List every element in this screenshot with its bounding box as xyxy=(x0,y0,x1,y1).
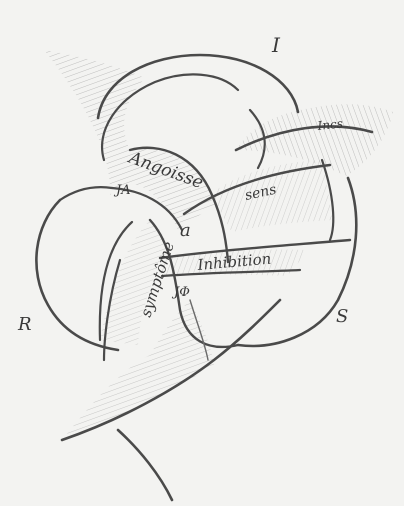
phallic-jouissance-label: JΦ xyxy=(171,285,190,300)
real-ring-upper xyxy=(60,187,112,200)
symbolic-label: S xyxy=(336,306,348,327)
object-a-label: a xyxy=(180,220,191,241)
unconscious-label: Incs xyxy=(316,116,344,133)
real-label: R xyxy=(17,314,32,335)
lower-tail xyxy=(118,430,172,500)
anxiety-field-hatching xyxy=(44,50,215,230)
other-jouissance-label: JA xyxy=(113,183,131,198)
imaginary-label: I xyxy=(271,33,281,57)
